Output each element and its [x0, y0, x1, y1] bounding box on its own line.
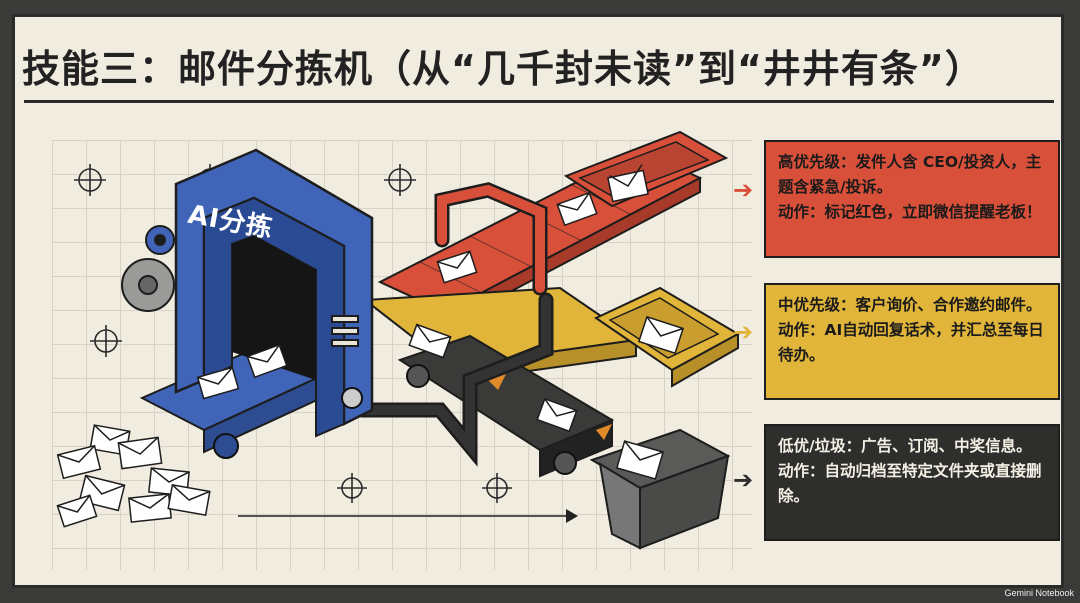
mid-priority-rule: 中优先级：客户询价、合作邀约邮件。 — [778, 296, 1042, 314]
arrow-to-low-card: ➔ — [733, 466, 754, 494]
envelope-icon — [117, 436, 163, 470]
envelope-icon — [56, 494, 98, 528]
crosshair-icon — [384, 164, 416, 196]
gear-icon — [121, 225, 175, 312]
low-priority-card: 低优/垃圾：广告、订阅、中奖信息。 动作：自动归档至特定文件夹或直接删除。 — [764, 424, 1060, 541]
title-divider — [24, 100, 1054, 103]
low-priority-action: 动作：自动归档至特定文件夹或直接删除。 — [778, 462, 1042, 505]
envelope-icon — [607, 164, 649, 203]
high-priority-card: 高优先级：发件人含 CEO/投资人，主题含紧急/投诉。 动作：标记红色，立即微信… — [764, 140, 1060, 258]
high-priority-action: 动作：标记红色，立即微信提醒老板！ — [778, 203, 1042, 221]
high-priority-rule: 高优先级：发件人含 CEO/投资人，主题含紧急/投诉。 — [778, 153, 1042, 196]
mid-priority-card: 中优先级：客户询价、合作邀约邮件。 动作：AI自动回复话术，并汇总至每日待办。 — [764, 283, 1060, 400]
crosshair-marks — [74, 164, 613, 503]
crosshair-icon — [90, 325, 122, 357]
envelope-icons — [56, 164, 685, 528]
mid-priority-action: 动作：AI自动回复话术，并汇总至每日待办。 — [778, 321, 1044, 364]
envelope-icon — [128, 493, 172, 523]
page-title: 技能三：邮件分拣机（从“几千封未读”到“井井有条”） — [22, 47, 984, 91]
crosshair-icon — [482, 473, 512, 503]
envelope-icon — [196, 366, 240, 400]
crosshair-icon — [337, 473, 367, 503]
pipes — [354, 182, 554, 467]
envelope-icon — [637, 315, 685, 355]
envelope-icon — [536, 397, 578, 433]
trash-bin — [589, 428, 731, 550]
envelope-icon — [556, 191, 598, 227]
envelope-icon — [436, 250, 478, 284]
vent-panel — [331, 315, 359, 347]
envelope-icon — [615, 440, 665, 480]
flow-guide-arrow — [238, 509, 578, 523]
arrow-to-high-card: ➔ — [733, 176, 754, 204]
watermark: Gemini Notebook — [1004, 588, 1074, 598]
envelope-icon — [246, 343, 288, 379]
ai-sorting-machine — [174, 148, 374, 438]
low-priority-rule: 低优/垃圾：广告、订阅、中奖信息。 — [778, 437, 1032, 455]
envelope-icon — [56, 444, 102, 480]
envelope-icon — [167, 484, 211, 516]
envelope-icon — [408, 323, 452, 359]
crosshair-icon — [74, 164, 106, 196]
arrow-to-mid-card: ➔ — [733, 318, 754, 346]
